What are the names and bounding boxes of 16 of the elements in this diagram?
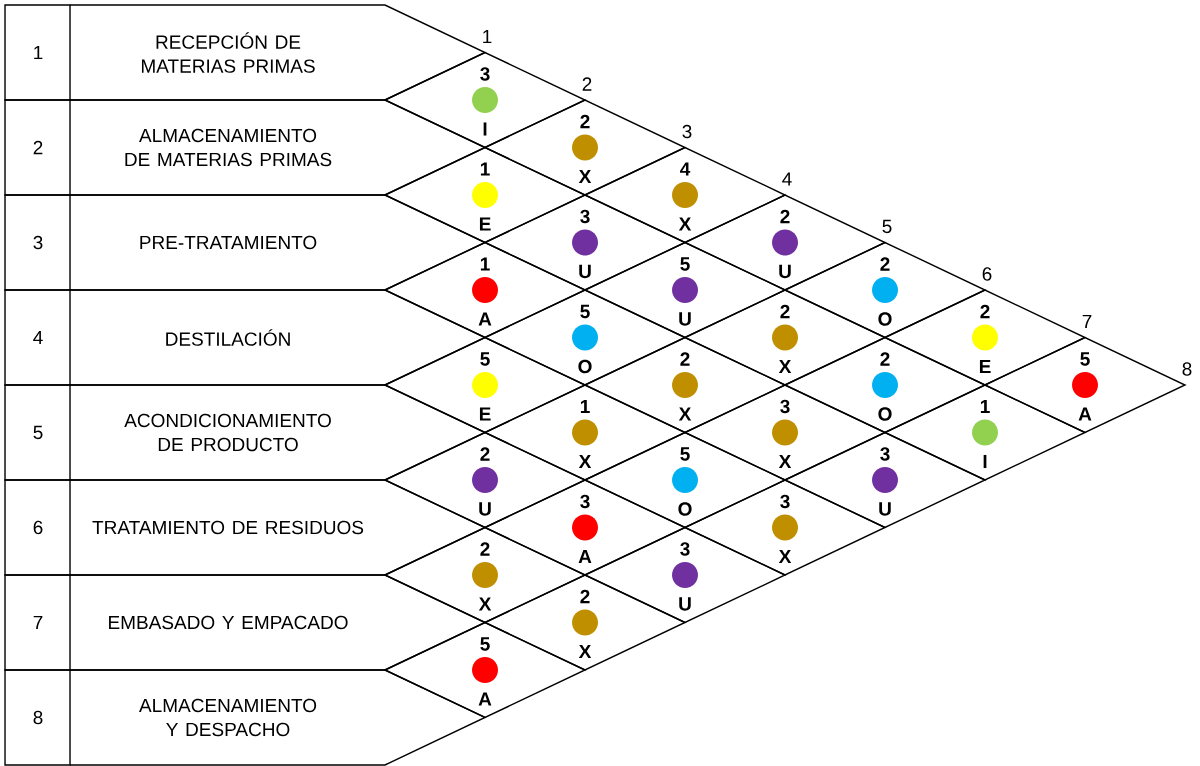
column-number: 1	[483, 29, 492, 44]
node-label: PRE-TRATAMIENTO	[140, 235, 317, 250]
node-label: EMBASADO Y EMPACADO	[109, 615, 348, 630]
column-number: 2	[582, 77, 592, 91]
column-number: 7	[1082, 314, 1092, 329]
column-number: 6	[982, 267, 992, 281]
node-label: TRATAMIENTO DE RESIDUOS	[92, 520, 364, 535]
node-label: ACONDICIONAMIENTO DE PRODUCTO	[124, 413, 331, 452]
column-number: 4	[782, 172, 792, 186]
node-label: RECEPCIÓN DE MATERIAS PRIMAS	[141, 32, 315, 73]
column-number: 8	[1182, 362, 1192, 376]
column-number: 5	[882, 219, 892, 234]
node-label: ALMACENAMIENTO DE MATERIAS PRIMAS	[125, 128, 332, 167]
node-label: DESTILACIÓN	[166, 329, 290, 346]
node-label: ALMACENAMIENTO Y DESPACHO	[139, 698, 317, 737]
column-number: 3	[682, 124, 692, 139]
